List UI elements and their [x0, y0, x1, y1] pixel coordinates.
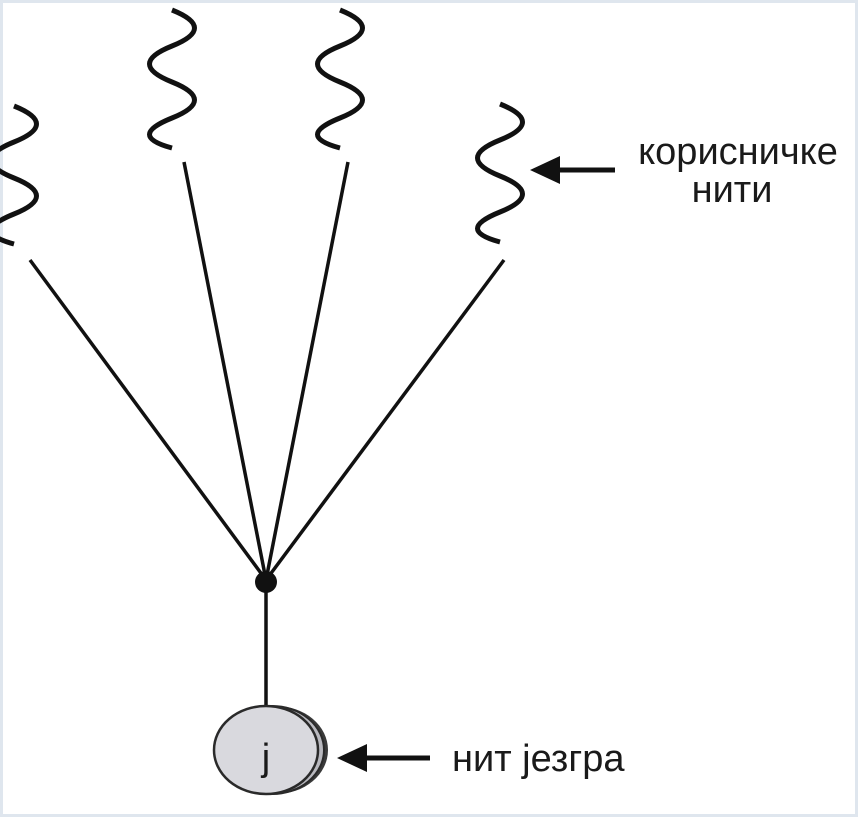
user-thread-2: [147, 7, 197, 151]
connector-2: [182, 161, 268, 581]
connector-1: [28, 258, 268, 582]
connector-3: [264, 161, 350, 581]
user-threads-arrow: [530, 156, 615, 184]
user-threads-label-line1: корисничке: [638, 131, 838, 173]
user-thread-1: [0, 103, 39, 247]
kernel-thread-label: нит језгра: [452, 738, 625, 780]
user-thread-3: [315, 7, 365, 151]
kernel-node-label: ј: [261, 737, 270, 779]
junction-dot: [255, 571, 277, 593]
kernel-thread-node: ј: [212, 704, 328, 796]
kernel-thread-arrow: [337, 744, 430, 772]
connector-4: [264, 258, 506, 582]
user-thread-4: [475, 101, 525, 245]
user-threads-label-line2: нити: [692, 169, 773, 211]
